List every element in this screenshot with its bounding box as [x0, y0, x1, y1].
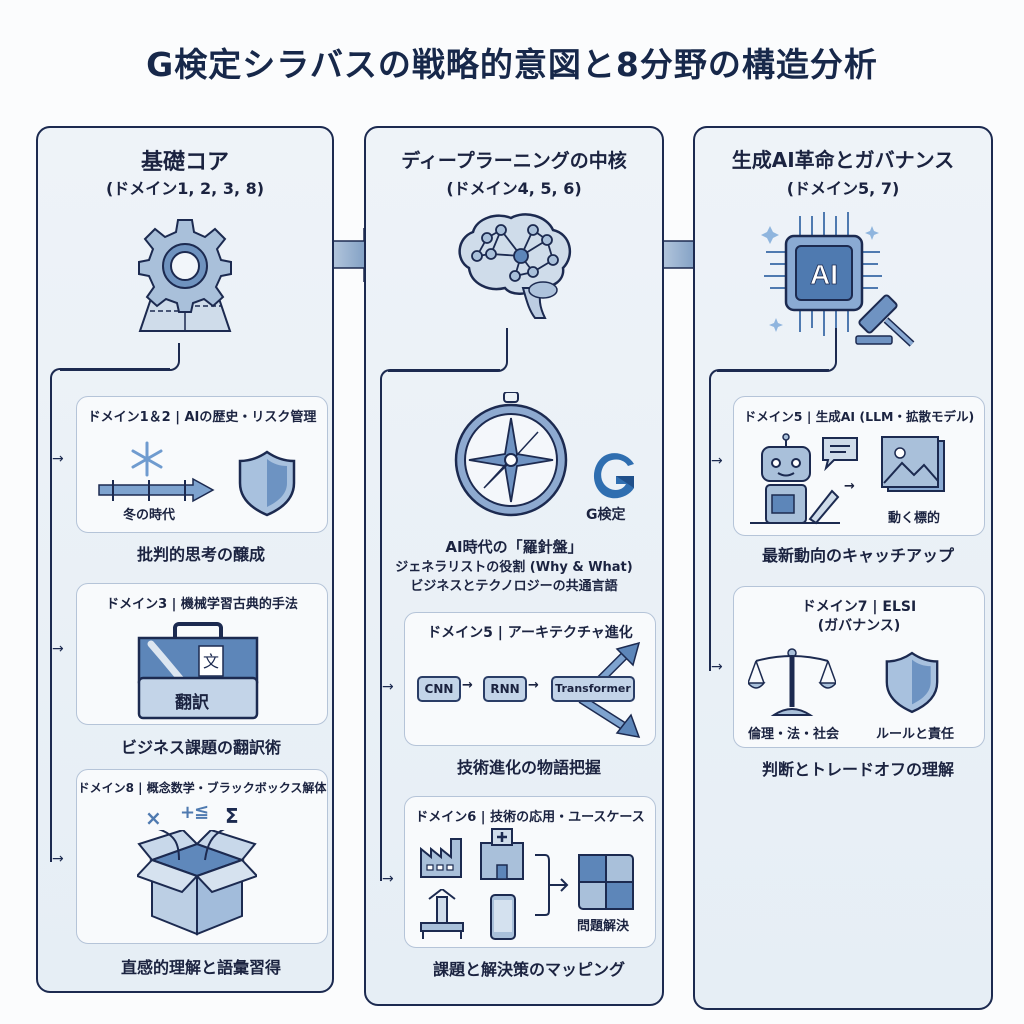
column-foundation-core: 基礎コア (ドメイン1, 2, 3, 8) ドメイン1＆2 | AIの歴史・リス…: [36, 126, 334, 993]
column-subtitle: (ドメイン1, 2, 3, 8): [105, 179, 265, 198]
timeline-label: 冬の時代: [123, 508, 176, 523]
timeline-arrow-icon: [98, 477, 215, 503]
g-kentei-logo-label: G検定: [586, 507, 626, 523]
card-domain-1-2: ドメイン1＆2 | AIの歴史・リスク管理 冬の時代: [76, 396, 328, 533]
robot-icon: [750, 433, 840, 525]
flow-node-cnn: CNN: [417, 676, 461, 702]
card-caption: 判断とトレードオフの理解: [761, 760, 954, 779]
arrow-right-icon: →: [462, 678, 473, 693]
card-caption: 技術進化の物語把握: [456, 758, 601, 777]
card-header: ドメイン5 | アーキテクチャ進化: [427, 625, 633, 641]
math-symbol-leq: ≦: [194, 801, 210, 822]
compass-line-1: AI時代の「羅針盤」: [445, 538, 583, 556]
smartphone-icon: [490, 894, 516, 940]
open-box-icon: [137, 830, 257, 936]
ai-chip-gavel-icon: AI: [760, 208, 930, 348]
card-caption: 直感的理解と語彙習得: [120, 958, 281, 977]
arrow-right-icon: →: [52, 641, 64, 657]
arrow-right-icon: →: [711, 659, 723, 675]
connector-line: [380, 369, 500, 881]
column-title: ディープラーニングの中核: [401, 150, 627, 172]
card-header: ドメイン8 | 概念数学・ブラックボックス解体: [77, 781, 327, 795]
card-caption: ビジネス課題の翻訳術: [120, 738, 281, 757]
math-symbol-plus: +: [180, 802, 196, 823]
arrow-right-icon: →: [528, 678, 539, 693]
translate-icon: [198, 645, 224, 677]
elsi-item-label: ルールと責任: [876, 727, 955, 742]
arrow-right-icon: →: [844, 479, 855, 494]
card-domain-5-generative-ai: ドメイン5 | 生成AI (LLM・拡散モデル) → 動く標的: [733, 396, 985, 536]
compass-line-2: ジェネラリストの役割 (Why & What): [395, 560, 633, 575]
chat-bubble-icon: [822, 437, 858, 471]
connector-line: [709, 369, 829, 671]
compass-icon: [454, 392, 568, 517]
scales-icon: [748, 648, 836, 716]
card-header: ドメイン3 | 機械学習古典的手法: [106, 597, 298, 612]
page-title: G検定シラバスの戦略的意図と8分野の構造分析: [146, 45, 878, 84]
flow-node-transformer: Transformer: [551, 676, 635, 702]
factory-icon: [420, 838, 462, 878]
connector-line: [60, 343, 180, 371]
elsi-item-label: 倫理・法・社会: [748, 727, 840, 742]
gavel-icon: [855, 294, 915, 347]
snowflake-icon: [131, 441, 163, 477]
card-header: ドメイン5 | 生成AI (LLM・拡散モデル): [743, 409, 975, 424]
wrench-icon: [147, 640, 187, 686]
column-deep-learning-core: ディープラーニングの中核 (ドメイン4, 5, 6): [364, 126, 664, 1006]
column-subtitle: (ドメイン4, 5, 6): [446, 179, 582, 198]
shield-icon: [238, 450, 296, 517]
sparkle-icon: [761, 226, 879, 332]
card-header-sub: (ガバナンス): [817, 618, 901, 634]
card-header: ドメイン1＆2 | AIの歴史・リスク管理: [87, 410, 317, 425]
arrow-right-icon: →: [52, 451, 64, 467]
g-kentei-logo-icon: [593, 453, 634, 499]
brain-network-icon: [449, 210, 579, 322]
toolbox-icon: 文: [137, 622, 259, 720]
column-subtitle: (ドメイン5, 7): [786, 179, 900, 198]
card-header: ドメイン7 | ELSI: [801, 599, 917, 615]
puzzle-icon: [578, 854, 634, 910]
puzzle-label: 問題解決: [577, 919, 630, 934]
column-title: 生成AI革命とガバナンス: [731, 148, 955, 172]
bracket-arrow-icon: [535, 854, 569, 916]
translate-glyph: 文: [203, 652, 219, 671]
arrow-right-icon: →: [52, 851, 64, 867]
card-caption: 批判的思考の醸成: [136, 545, 265, 564]
card-caption: 課題と解決策のマッピング: [432, 960, 625, 979]
card-domain-3: ドメイン3 | 機械学習古典的手法 文 翻訳: [76, 583, 328, 725]
plant-icon: [420, 889, 464, 939]
card-header: ドメイン6 | 技術の応用・ユースケース: [415, 810, 645, 825]
connector-line: [717, 328, 837, 372]
flow-node-rnn: RNN: [483, 676, 527, 702]
compass-line-3: ビジネスとテクノロジーの共通言語: [410, 579, 618, 594]
toolbox-label: 翻訳: [175, 693, 209, 713]
card-domain-7-elsi: ドメイン7 | ELSI (ガバナンス) 倫理・法・社会 ルールと責任: [733, 586, 985, 748]
connector-line: [50, 368, 170, 862]
card-domain-8: ドメイン8 | 概念数学・ブラックボックス解体 × + ≦ Σ: [76, 769, 328, 944]
arrow-right-icon: →: [382, 871, 394, 887]
column-title: 基礎コア: [140, 150, 229, 175]
connector-line: [388, 328, 508, 372]
gear-map-icon: [120, 206, 250, 336]
hospital-icon: [480, 828, 524, 880]
column-generative-ai-governance: 生成AI革命とガバナンス (ドメイン5, 7) AI: [693, 126, 993, 1010]
card-domain-5-architecture: ドメイン5 | アーキテクチャ進化 CNN → RNN → Transforme…: [404, 612, 656, 746]
arrow-right-icon: →: [711, 453, 723, 469]
card-domain-6-use-cases: ドメイン6 | 技術の応用・ユースケース: [404, 796, 656, 948]
image-icon: [881, 436, 945, 492]
shield-icon: [885, 651, 939, 714]
math-symbol-times: ×: [145, 806, 162, 830]
math-symbol-sigma: Σ: [225, 804, 239, 828]
image-label: 動く標的: [888, 511, 941, 526]
arrow-right-icon: →: [382, 679, 394, 695]
card-caption: 最新動向のキャッチアップ: [761, 546, 954, 565]
chip-label: AI: [810, 259, 838, 290]
